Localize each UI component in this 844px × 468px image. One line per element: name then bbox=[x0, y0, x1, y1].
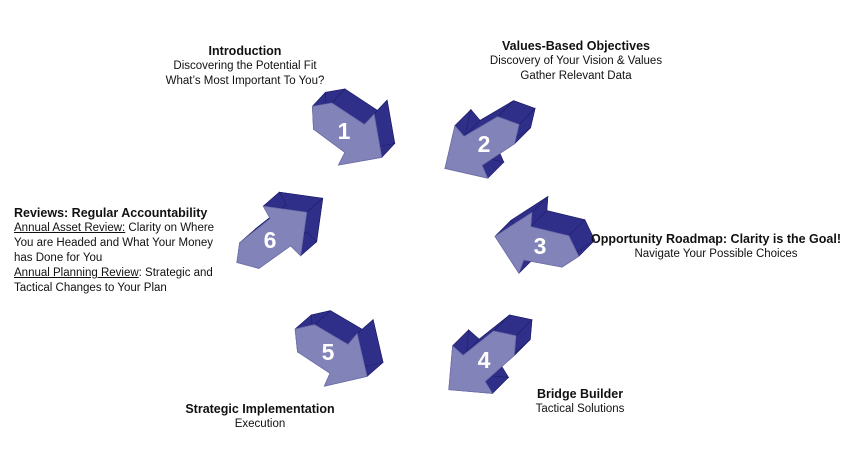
step-1-label: Introduction Discovering the Potential F… bbox=[145, 43, 345, 89]
arrow-1: 1 bbox=[311, 88, 396, 166]
step-6-title: Reviews: Regular Accountability bbox=[14, 206, 208, 220]
arrow-3: 3 bbox=[494, 195, 596, 275]
step-6-label: Reviews: Regular Accountability Annual A… bbox=[14, 205, 219, 296]
arrow-front-face bbox=[311, 102, 383, 166]
step-2-label: Values-Based Objectives Discovery of You… bbox=[466, 38, 686, 84]
asset-review-text-3: has Done for You bbox=[14, 252, 103, 264]
arrow-front-face bbox=[294, 324, 368, 387]
planning-review-label: Annual Planning Review bbox=[14, 267, 139, 279]
arrow-front-face bbox=[444, 116, 520, 179]
step-1-title: Introduction bbox=[208, 44, 282, 58]
arrow-front-face bbox=[494, 211, 580, 275]
arrow-2: 2 bbox=[444, 100, 536, 179]
step-5-line-1: Execution bbox=[234, 418, 286, 430]
arrow-5: 5 bbox=[294, 310, 384, 387]
arrow-6-number: 6 bbox=[264, 227, 277, 253]
step-2-title: Values-Based Objectives bbox=[502, 39, 650, 53]
arrow-front-face bbox=[448, 330, 517, 394]
step-5-title: Strategic Implementation bbox=[185, 402, 335, 416]
planning-review-text-2: Tactical Changes to Your Plan bbox=[14, 282, 167, 294]
arrow-4: 4 bbox=[448, 314, 533, 394]
step-5-label: Strategic Implementation Execution bbox=[170, 401, 350, 432]
step-4-label: Bridge Builder Tactical Solutions bbox=[500, 386, 660, 417]
step-1-line-1: Discovering the Potential Fit bbox=[173, 60, 317, 72]
arrow-front-face bbox=[236, 205, 308, 269]
arrow-6: 6 bbox=[236, 191, 324, 269]
step-3-label: Opportunity Roadmap: Clarity is the Goal… bbox=[588, 231, 844, 262]
step-2-line-2: Gather Relevant Data bbox=[520, 70, 632, 82]
planning-review-line-1: Annual Planning Review: Strategic and bbox=[14, 266, 219, 281]
step-4-line-1: Tactical Solutions bbox=[535, 403, 625, 415]
asset-review-line-1: Annual Asset Review: Clarity on Where bbox=[14, 221, 219, 236]
planning-review-text-1: : Strategic and bbox=[138, 267, 213, 279]
step-2-line-1: Discovery of Your Vision & Values bbox=[489, 55, 663, 67]
arrow-1-number: 1 bbox=[338, 118, 351, 144]
arrow-4-number: 4 bbox=[478, 347, 491, 373]
asset-review-label: Annual Asset Review: bbox=[14, 222, 126, 234]
arrow-2-number: 2 bbox=[478, 131, 491, 157]
arrow-5-number: 5 bbox=[322, 339, 335, 365]
step-3-line-1: Navigate Your Possible Choices bbox=[634, 248, 798, 260]
step-4-title: Bridge Builder bbox=[536, 387, 624, 401]
step-3-title: Opportunity Roadmap: Clarity is the Goal… bbox=[590, 232, 842, 246]
asset-review-text-1: Clarity on Where bbox=[125, 222, 215, 234]
asset-review-text-2: You are Headed and What Your Money bbox=[14, 237, 214, 249]
arrow-3-number: 3 bbox=[534, 233, 547, 259]
step-1-line-2: What’s Most Important To You? bbox=[165, 75, 325, 87]
